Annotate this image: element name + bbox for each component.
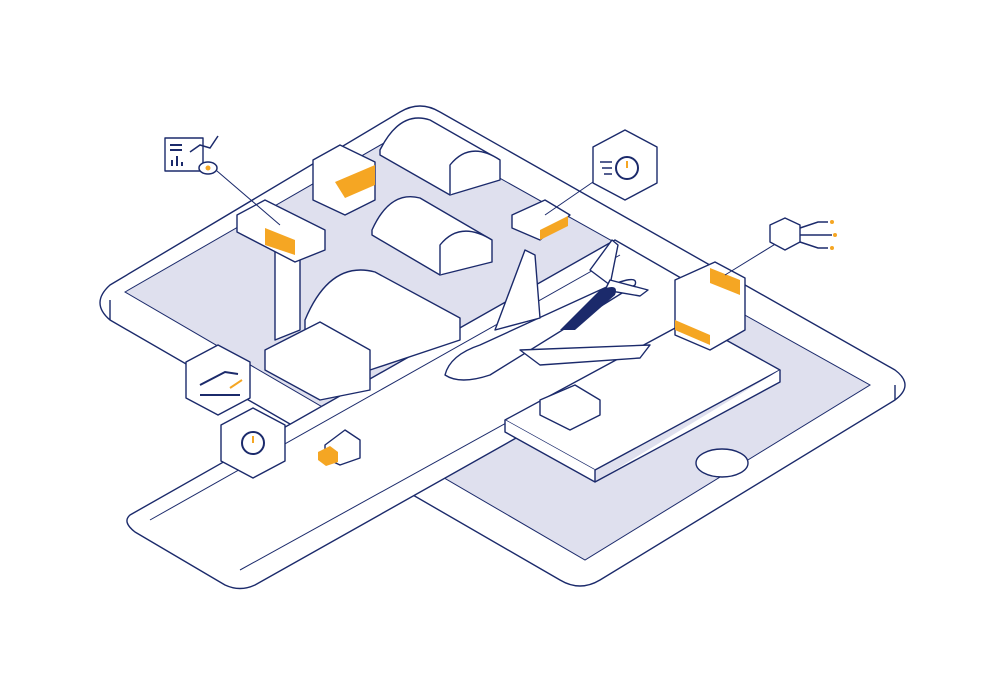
hangar: [379, 117, 501, 196]
cargo-stack: [312, 144, 376, 216]
package-network-icon: [769, 217, 837, 251]
cargo-stack: [674, 261, 746, 351]
cargo-stack: [236, 199, 326, 263]
stopwatch-icon: [592, 129, 658, 201]
analytics-dashboard-icon: [164, 135, 219, 175]
terminal-building: [264, 231, 461, 401]
departure-plane-icon: [185, 344, 251, 416]
catering-truck: [539, 384, 601, 431]
stopwatch-icon: [220, 407, 286, 479]
home-button: [695, 448, 749, 478]
airplane: [444, 239, 651, 381]
hangar: [371, 196, 493, 276]
